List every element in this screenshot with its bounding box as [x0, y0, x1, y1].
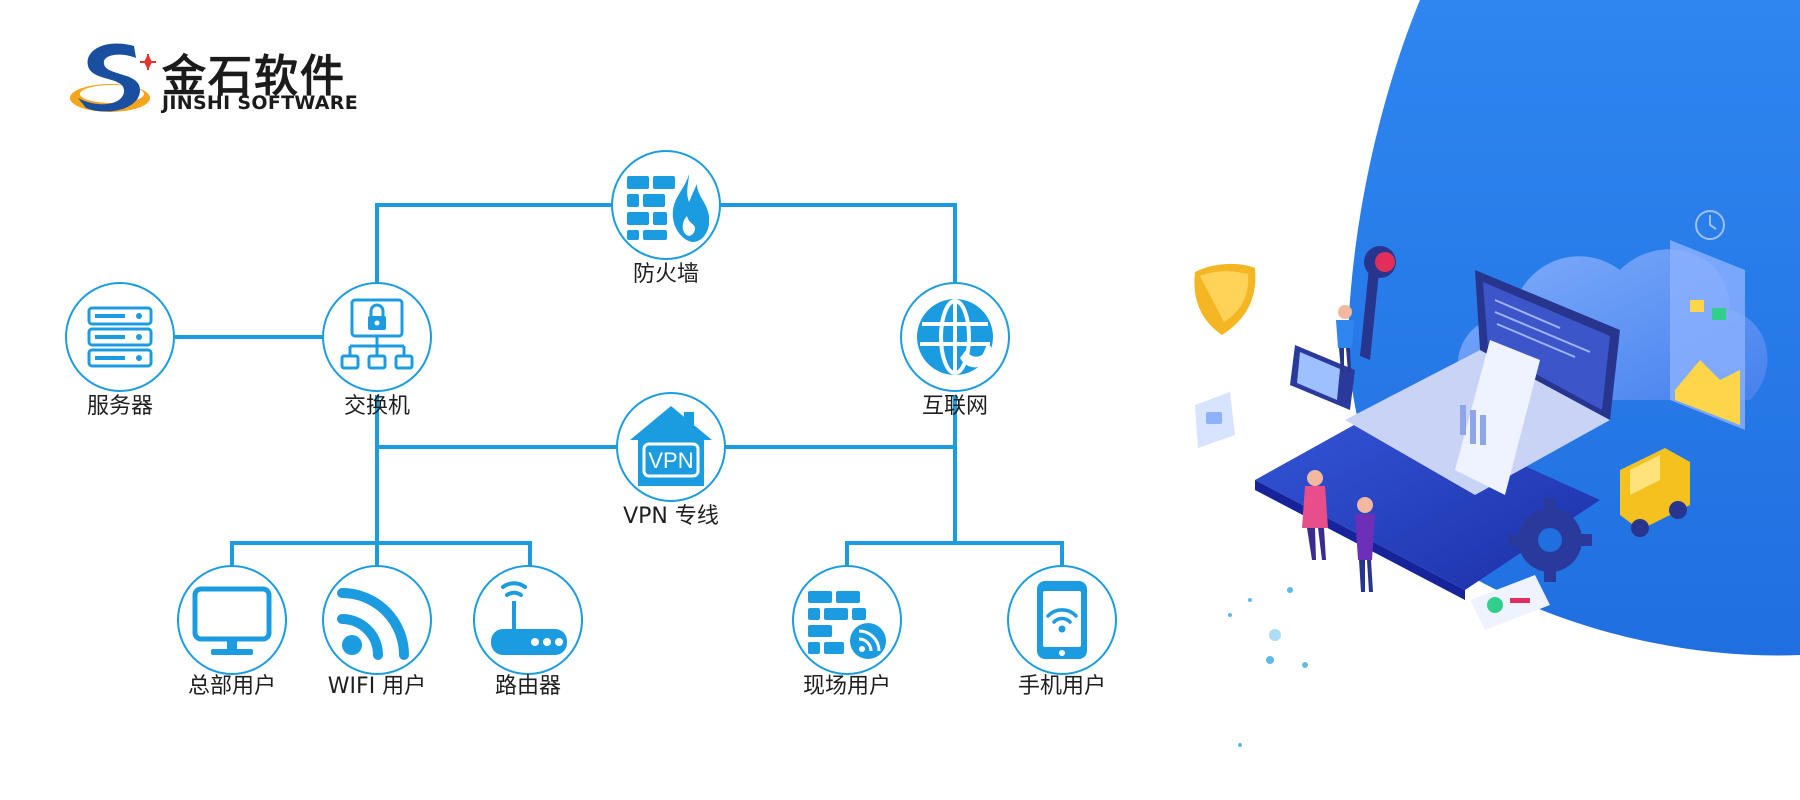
router-icon	[491, 581, 567, 655]
person-left	[1302, 470, 1328, 560]
server-icon	[87, 306, 153, 368]
wifi-icon	[337, 588, 409, 660]
paper-sheet	[1455, 340, 1540, 495]
logo-mark-icon	[70, 43, 156, 112]
router-node	[473, 565, 583, 675]
vpn-badge-text: VPN	[648, 448, 693, 473]
hq-user-node	[177, 565, 287, 675]
wrench-tool	[1360, 258, 1380, 360]
switch-icon	[340, 298, 414, 370]
switch-node	[322, 282, 432, 392]
brand-name-cn: 金石软件	[162, 51, 346, 102]
left-user-bus	[230, 541, 532, 570]
switch-label: 交换机	[343, 394, 410, 419]
network-illustration	[1194, 0, 1800, 747]
site-user-label: 现场用户	[802, 674, 891, 699]
vpn-label: VPN 专线	[623, 504, 719, 529]
globe-icon	[917, 299, 996, 375]
mobile-user-node	[1007, 565, 1117, 675]
server-node	[65, 282, 175, 392]
hq-user-label: 总部用户	[187, 674, 276, 699]
smartphone-icon	[1037, 581, 1087, 659]
company-logo: 金石软件 JINSHI SOFTWARE	[66, 36, 366, 120]
internet-label: 互联网	[921, 394, 988, 419]
person-top	[1336, 305, 1354, 372]
right-user-bus	[845, 541, 1064, 570]
person-center	[1355, 497, 1375, 592]
brand-name-en: JINSHI SOFTWARE	[162, 92, 359, 114]
firewall-node	[611, 150, 721, 260]
gear	[1508, 498, 1592, 582]
monitor-icon	[192, 586, 272, 655]
vpn-node: VPN	[616, 392, 726, 502]
firewall-icon	[627, 174, 709, 242]
site-user-node	[792, 565, 902, 675]
mobile-user-label: 手机用户	[1017, 674, 1106, 699]
firewall-wifi-icon	[808, 591, 886, 659]
server-label: 服务器	[86, 394, 153, 419]
router-label: 路由器	[494, 674, 561, 699]
firewall-label: 防火墙	[632, 262, 699, 287]
vpn-house-icon: VPN	[630, 406, 712, 486]
wifi-user-label: WIFI 用户	[327, 674, 427, 699]
internet-node	[900, 282, 1010, 392]
wifi-user-node	[322, 565, 432, 675]
forklift	[1620, 448, 1690, 537]
